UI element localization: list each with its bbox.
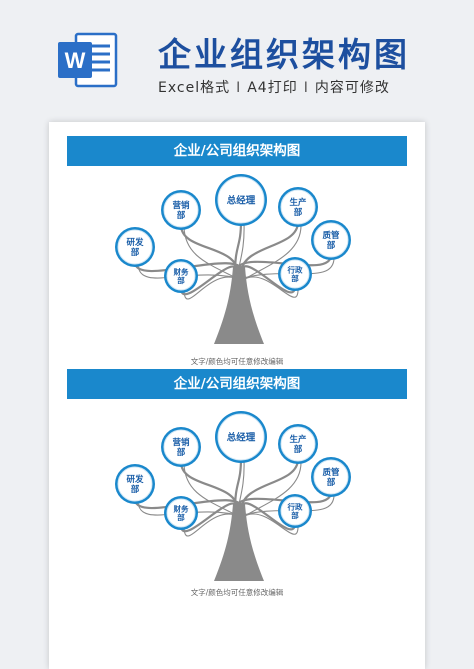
tree-branch xyxy=(239,502,297,531)
tree-twig xyxy=(183,513,241,537)
org-node-rnd: 研发部 xyxy=(115,464,155,504)
tree-twig xyxy=(236,222,245,281)
subtitle-separator: I xyxy=(303,80,309,96)
page-header: W 企业组织架构图 Excel格式 I A4打印 I 内容可修改 xyxy=(0,0,474,112)
org-node-production: 生产部 xyxy=(278,187,318,227)
org-node-label: 营销部 xyxy=(172,200,190,221)
document-sheet: 企业/公司组织架构图 总经理营销部生产部研发部质管部财务部行政部 文字/颜色均可… xyxy=(49,122,425,669)
org-node-label: 生产部 xyxy=(289,434,307,455)
org-node-label: 研发部 xyxy=(126,237,144,258)
org-node-label: 质管部 xyxy=(322,467,340,488)
org-chart-panel: 企业/公司组织架构图 总经理营销部 生产部研发部 质管部财务部 行政部 文字/颜色均可… xyxy=(49,130,425,370)
tree-twig xyxy=(183,226,241,281)
tree-branch xyxy=(239,220,300,276)
org-node-label: 研发部 xyxy=(126,474,144,495)
edit-label: 内容可修改 xyxy=(314,80,390,96)
tree-twig xyxy=(242,276,299,298)
panel-banner: 企业/公司组织架构图 xyxy=(67,369,407,399)
org-node-label: 总经理 xyxy=(227,431,256,443)
subtitle-separator: I xyxy=(236,80,242,96)
panel-banner: 企业/公司组织架构图 xyxy=(67,136,407,166)
org-node-label: 营销部 xyxy=(172,437,190,458)
tree-branch xyxy=(239,457,300,513)
tree-twig xyxy=(242,513,299,535)
format-label: Excel格式 xyxy=(158,80,231,96)
word-document-icon: W xyxy=(58,32,118,88)
org-node-admin: 行政部 xyxy=(278,257,312,291)
org-node-label: 生产部 xyxy=(289,197,307,218)
org-node-label: 行政部 xyxy=(287,264,303,283)
org-node-ceo: 总经理 xyxy=(215,411,267,463)
tree-twig xyxy=(183,276,241,300)
tree-trunk xyxy=(214,267,264,344)
org-node-label: 行政部 xyxy=(287,501,303,520)
tree-trunk xyxy=(214,504,264,581)
org-node-label: 财务部 xyxy=(173,503,189,522)
org-node-quality: 质管部 xyxy=(311,457,351,497)
word-icon-letter: W xyxy=(65,48,86,73)
org-node-admin: 行政部 xyxy=(278,494,312,528)
org-node-sales: 营销部 xyxy=(161,190,201,230)
tree-twig xyxy=(242,223,302,281)
org-node-finance: 财务部 xyxy=(164,259,198,293)
panel-caption: 文字/颜色均可任意修改编辑 xyxy=(190,588,284,597)
page-title: 企业组织架构图 xyxy=(158,35,410,74)
org-node-quality: 质管部 xyxy=(311,220,351,260)
org-node-label: 质管部 xyxy=(322,230,340,251)
tree-branch xyxy=(179,502,240,533)
tree-branch xyxy=(239,265,297,294)
print-label: A4打印 xyxy=(247,80,298,96)
tree-branch xyxy=(179,265,240,296)
org-node-label: 财务部 xyxy=(173,266,189,285)
org-chart-panel: 企业/公司组织架构图 总经理营销部 生产部研发部 质管部财务部 行政部 文字/颜色均可… xyxy=(49,367,425,607)
org-node-ceo: 总经理 xyxy=(215,174,267,226)
org-node-sales: 营销部 xyxy=(161,427,201,467)
tree-twig xyxy=(242,460,302,518)
tree-twig xyxy=(183,463,241,518)
org-node-finance: 财务部 xyxy=(164,496,198,530)
page-subtitle: Excel格式 I A4打印 I 内容可修改 xyxy=(158,77,390,97)
tree-twig xyxy=(236,459,245,518)
org-node-production: 生产部 xyxy=(278,424,318,464)
org-node-label: 总经理 xyxy=(227,194,256,206)
org-node-rnd: 研发部 xyxy=(115,227,155,267)
panel-caption: 文字/颜色均可任意修改编辑 xyxy=(190,357,284,366)
